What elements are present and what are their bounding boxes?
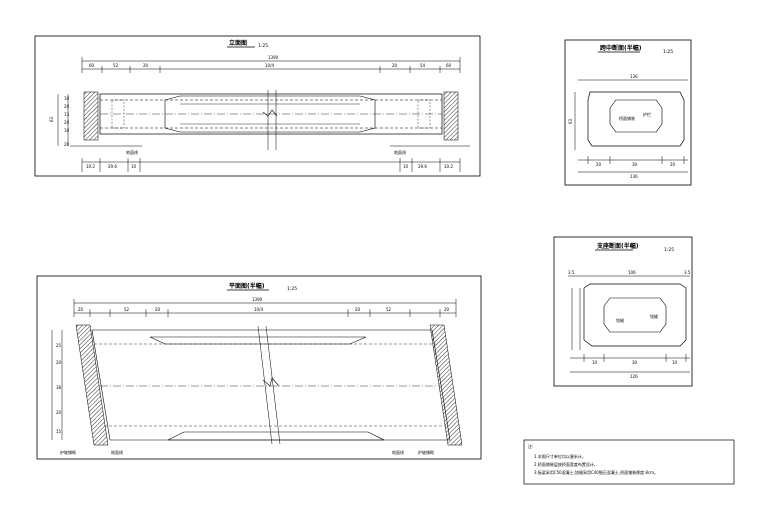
ground-line-label: 地面线 <box>394 149 406 155</box>
plan-label: 地面线 <box>392 449 404 455</box>
section-b-dim: 3.5 <box>684 270 691 275</box>
section-a-label: 护栏 <box>643 111 651 117</box>
section-b-frame <box>553 236 693 387</box>
notes-title: 注: <box>528 443 533 449</box>
plan-dim: 52 <box>386 307 392 312</box>
section-a-frame <box>564 39 692 186</box>
elevation-left-dim: 13 <box>64 112 70 117</box>
elevation-frame <box>34 35 481 177</box>
section-b-dim: 10 <box>672 360 678 365</box>
section-a-dim: 136 <box>630 174 638 179</box>
section-a-view: 跨中断面(半幅) 1:25 136 桥面铺装 护栏 63 20 30 20 13… <box>564 39 692 186</box>
elevation-bottom-dim: 29.6 <box>418 164 427 169</box>
section-b-void <box>603 297 667 333</box>
plan-left-dim: 25 <box>56 343 62 348</box>
section-a-scale: 1:25 <box>663 49 673 55</box>
notes-line: 1.本图尺寸单位均以厘米计。 <box>534 453 586 459</box>
section-b-dim: 30 <box>632 360 638 365</box>
plan-left-dim: 20 <box>56 360 62 365</box>
elevation-bottom-dim: 10.2 <box>444 164 453 169</box>
plan-dim: 20 <box>155 307 161 312</box>
plan-dim: 20 <box>355 307 361 312</box>
elevation-bottom-dim: 10.2 <box>86 164 95 169</box>
plan-scale: 1:25 <box>287 286 297 292</box>
section-b-scale: 1:25 <box>664 247 674 253</box>
elevation-scale: 1:25 <box>258 43 268 49</box>
section-a-void <box>609 99 663 133</box>
elevation-dim: 54 <box>420 63 426 68</box>
section-b-view: 支座断面(半幅) 1:25 3.5 106 3.5 铰缝 铰缝 10 30 10… <box>553 236 693 387</box>
plan-dim: 52 <box>124 307 130 312</box>
section-a-dim: 30 <box>632 162 638 167</box>
section-a-dim: 20 <box>670 162 676 167</box>
plan-left-abutment <box>75 324 109 446</box>
elevation-dim: 20 <box>392 63 398 68</box>
plan-label: 护坡铺砌 <box>418 449 434 455</box>
elevation-dim: 52 <box>113 63 119 68</box>
plan-dim: 10/4 <box>254 307 263 312</box>
section-b-dim: 3.5 <box>568 270 575 275</box>
plan-slab <box>91 329 451 441</box>
plan-dim-total: 1390 <box>252 297 263 302</box>
plan-left-dim: 38 <box>56 385 62 390</box>
plan-label: 护坡铺砌 <box>60 449 76 455</box>
section-b-title: 支座断面(半幅) <box>596 242 639 250</box>
plan-label: 地面线 <box>111 449 123 455</box>
left-abutment <box>83 91 99 141</box>
elevation-left-dim: 20 <box>64 142 70 147</box>
elevation-dim: 20 <box>143 63 149 68</box>
elevation-dim: 10/4 <box>265 63 274 68</box>
section-a-dim: 136 <box>630 74 638 79</box>
ground-line-label: 地面线 <box>126 149 138 155</box>
elevation-bottom-dim: 10 <box>403 164 409 169</box>
section-b-dim: 106 <box>628 270 636 275</box>
plan-left-dim: 20 <box>56 410 62 415</box>
section-b-dim: 126 <box>630 374 638 379</box>
elevation-left-dim: 10 <box>64 128 70 133</box>
section-b-dim: 10 <box>592 360 598 365</box>
plan-dim: 20 <box>78 307 84 312</box>
elevation-bottom-dim: 10 <box>131 164 137 169</box>
elevation-dim-total: 1390 <box>268 55 279 60</box>
plan-frame <box>36 275 482 460</box>
section-a-title: 跨中断面(半幅) <box>600 44 642 52</box>
section-b-label: 铰缝 <box>616 317 624 323</box>
notes-frame <box>523 439 735 485</box>
elevation-left-dim: 10 <box>64 96 70 101</box>
elevation-title: 立面图 <box>229 39 247 47</box>
right-abutment <box>443 91 459 141</box>
section-a-dim: 63 <box>568 118 573 124</box>
plan-title: 平面图(半幅) <box>229 282 265 290</box>
plan-left-dim: 15 <box>56 429 62 434</box>
notes-box: 注: 1.本图尺寸单位均以厘米计。 2.桥面铺装层按桥面宽度布置设计。 3.板梁… <box>523 439 735 485</box>
elevation-left-dim: 20 <box>64 120 70 125</box>
plan-dim: 20 <box>444 307 450 312</box>
elevation-left-dim: 63 <box>49 116 54 122</box>
elevation-dim: 60 <box>89 63 95 68</box>
elevation-left-dim: 20 <box>64 104 70 109</box>
elevation-bottom-dim: 29.6 <box>108 164 117 169</box>
elevation-view: 立面图 1:25 1390 60 52 20 10/4 20 54 60 <box>34 35 481 177</box>
plan-view: 平面图(半幅) 1:25 1390 20 52 20 10/4 20 52 20 <box>36 275 482 460</box>
elevation-dim: 60 <box>446 63 452 68</box>
notes-line: 3.板梁采用C50混凝土,铰缝采用C40细石混凝土,桥面铺装厚度 8cm。 <box>534 469 658 475</box>
void-outline <box>164 95 376 133</box>
section-a-dim: 20 <box>596 162 602 167</box>
section-b-label: 铰缝 <box>650 313 658 319</box>
plan-right-abutment <box>429 324 463 446</box>
section-a-slab <box>587 91 685 147</box>
section-a-label: 桥面铺装 <box>619 115 635 121</box>
section-b-slab <box>583 283 687 347</box>
notes-line: 2.桥面铺装层按桥面宽度布置设计。 <box>534 461 598 467</box>
